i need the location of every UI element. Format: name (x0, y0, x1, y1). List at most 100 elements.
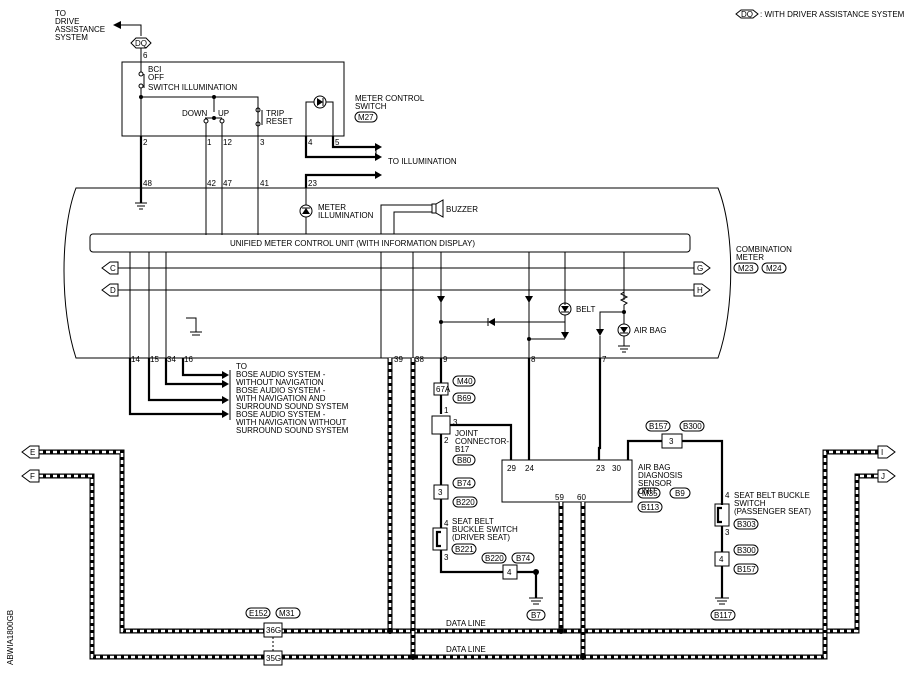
diagram-label: DRIVE (55, 17, 79, 26)
diagram-label: B74 (516, 554, 531, 563)
diagram-label: 7 (602, 355, 607, 364)
diagram-label: BUCKLE SWITCH (452, 525, 518, 534)
diagram-label: RESET (266, 117, 293, 126)
diagram-label: B300 (683, 422, 702, 431)
diagram-label: E (30, 448, 35, 457)
diagram-label: SURROUND SOUND SYSTEM (236, 426, 349, 435)
diagram-label: BELT (576, 305, 596, 314)
diagram-label: 3 (444, 553, 449, 562)
driver-seatbelt-chain: 67A M40 B69 1 3 2 JOINT CONNECTOR- B17 B… (431, 358, 546, 621)
airbag-sensor-unit: 29 24 23 30 59 60 AIR BAG DIAGNOSIS SENS… (501, 358, 691, 513)
diagram-label: B221 (455, 545, 474, 554)
diagram-label: B157 (737, 565, 756, 574)
diagram-label: 48 (143, 179, 152, 188)
diagram-label: SEAT BELT BUCKLE (734, 491, 810, 500)
diagram-label: M24 (766, 264, 782, 273)
meter-control-switch: 6 BCI OFF SWITCH ILLUMINATION DOWN UP TR… (121, 51, 425, 147)
diagram-label: 38 (415, 355, 424, 364)
diagram-label: 8 (531, 355, 536, 364)
diagram-label: BOSE AUDIO SYSTEM - (236, 370, 326, 379)
diagram-label: OFF (148, 73, 164, 82)
diagram-code: ABWIA1800GB (6, 610, 15, 665)
diagram-label: B220 (485, 554, 504, 563)
diagram-label: B9 (675, 489, 685, 498)
diagram-label: 3 (725, 528, 730, 537)
diagram-label: B303 (737, 520, 756, 529)
switch-wires: TO ILLUMINATION 48 42 47 41 23 (135, 136, 457, 235)
diagram-label: (DRIVER SEAT) (452, 533, 510, 542)
diagram-label: 59 (555, 493, 564, 502)
diagram-label: BOSE AUDIO SYSTEM - (236, 410, 326, 419)
diagram-label: 3 (260, 138, 265, 147)
diagram-label: M35 (642, 489, 658, 498)
diagram-label: M40 (457, 377, 473, 386)
diagram-label: 3 (669, 437, 674, 446)
diagram-label: 39 (394, 355, 403, 364)
diagram-label: JOINT (455, 429, 478, 438)
diagram-label: I (881, 448, 883, 457)
diagram-label: SENSOR (638, 479, 672, 488)
diagram-label: 1 (207, 138, 212, 147)
diagram-label: C (110, 264, 116, 273)
diagram-label: 1 (444, 406, 449, 415)
diagram-label: UNIT (638, 487, 657, 496)
diagram-label: 16 (184, 355, 193, 364)
diagram-label: G (697, 264, 703, 273)
diagram-label: 29 (507, 464, 516, 473)
diagram-label: BOSE AUDIO SYSTEM - (236, 386, 326, 395)
diagram-label: DQ (741, 10, 753, 19)
diagram-label: METER CONTROL (355, 94, 425, 103)
diagram-label: B113 (641, 503, 660, 512)
diagram-label: 14 (131, 355, 140, 364)
diagram-label: TO (236, 362, 247, 371)
diagram-label: B220 (456, 498, 475, 507)
diagram-label: 6 (143, 51, 148, 60)
diagram-label: AIR BAG (638, 463, 670, 472)
diagram-label: E152 (249, 609, 268, 618)
diagram-label: AIR BAG (634, 326, 666, 335)
diagram-label: TO (55, 9, 66, 18)
diagram-label: SURROUND SOUND SYSTEM (236, 402, 349, 411)
legend: DQ : WITH DRIVER ASSISTANCE SYSTEM (735, 9, 905, 19)
diagram-label: 30 (612, 464, 621, 473)
diagram-label: UNIFIED METER CONTROL UNIT (WITH INFORMA… (230, 239, 475, 248)
data-lines: E F I J 36G 35G E152 M31 DATA LINE DATA … (21, 358, 896, 666)
diagram-label: UP (218, 109, 229, 118)
diagram-label: J (881, 472, 885, 481)
diagram-label: B69 (457, 394, 472, 403)
diagram-label: 4 (725, 491, 730, 500)
diagram-label: DOWN (182, 109, 208, 118)
diagram-label: 23 (308, 179, 317, 188)
diagram-label: METER (318, 203, 346, 212)
diagram-label: B17 (455, 445, 470, 454)
diagram-label: B80 (457, 456, 472, 465)
diagram-label: ASSISTANCE (55, 25, 105, 34)
diagram-label: 36G (266, 626, 281, 635)
diagram-label: 47 (223, 179, 232, 188)
diagram-label: 9 (443, 355, 448, 364)
diagram-label: SWITCH (355, 102, 387, 111)
diagram-label: B157 (649, 422, 668, 431)
diagram-label: M23 (738, 264, 754, 273)
diagram-label: SEAT BELT (452, 517, 494, 526)
diagram-label: B117 (714, 611, 733, 620)
diagram-label: B300 (737, 546, 756, 555)
diagram-label: 4 (444, 519, 449, 528)
diagram-label: 35G (266, 654, 281, 663)
diagram-label: D (110, 286, 116, 295)
diagram-label: 3 (453, 418, 458, 427)
diagram-label: : WITH DRIVER ASSISTANCE SYSTEM (760, 10, 905, 19)
diagram-label: 2 (444, 436, 449, 445)
diagram-label: 5 (335, 138, 340, 147)
diagram-label: 4 (719, 555, 724, 564)
diagram-label: 67A (436, 385, 451, 394)
diagram-label: B74 (457, 479, 472, 488)
diagram-label: SWITCH ILLUMINATION (148, 83, 237, 92)
diagram-label: 3 (438, 488, 443, 497)
diagram-label: (PASSENGER SEAT) (734, 507, 811, 516)
diagram-label: 41 (260, 179, 269, 188)
diagram-label: M31 (279, 609, 295, 618)
diagram-label: M27 (358, 113, 374, 122)
diagram-label: 60 (577, 493, 586, 502)
